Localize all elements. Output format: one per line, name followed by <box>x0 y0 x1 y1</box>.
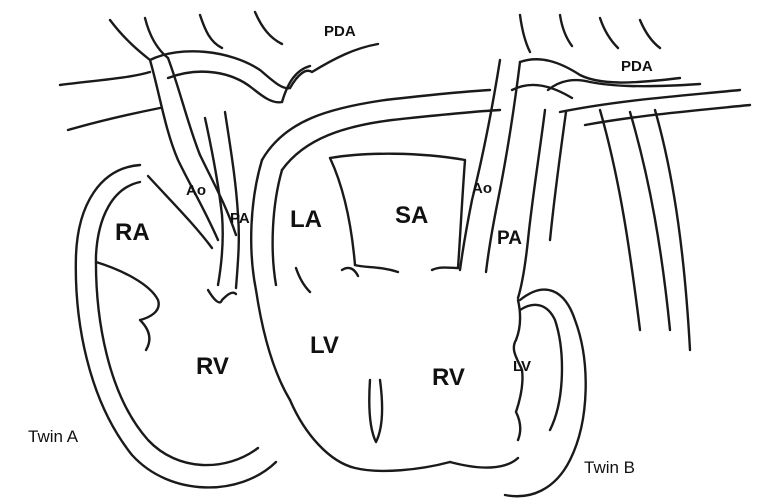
twin-a-ventricle-septum-base <box>206 288 238 304</box>
la-wall-left <box>250 158 292 402</box>
label-left-ventricle-shared: LV <box>310 332 339 359</box>
label-twin-b: Twin B <box>584 458 636 477</box>
la-wall-inner <box>271 168 312 294</box>
label-pda-twin-a: PDA <box>324 23 356 40</box>
twin-b-horizontal-vessels <box>558 88 752 127</box>
twin-a-aorta <box>148 56 238 242</box>
label-right-ventricle-twin-a: RV <box>196 353 229 380</box>
twin-b-ductus <box>546 78 702 92</box>
label-twin-a: Twin A <box>28 427 79 446</box>
shared-ventricle-floor <box>288 398 452 473</box>
label-right-atrium: RA <box>115 219 150 246</box>
twin-b-pulmonary-trunk <box>516 108 568 300</box>
label-pulmonary-artery-twin-b: PA <box>497 228 522 249</box>
twin-b-upper-vessels <box>518 13 662 54</box>
twin-b-aortic-arch <box>510 58 682 100</box>
shared-ventricle-septum <box>368 378 384 444</box>
label-single-atrium: SA <box>395 202 429 229</box>
label-aorta-twin-b: Ao <box>472 180 492 197</box>
label-pulmonary-artery-twin-a: PA <box>230 210 250 227</box>
label-pda-twin-b: PDA <box>621 58 653 75</box>
twin-a-ra-septum <box>146 174 214 250</box>
twin-b-heart-outer-wall <box>503 288 587 498</box>
atrial-roof-vessels <box>260 88 502 172</box>
twin-a-ductus <box>280 42 380 104</box>
twin-b-rv-floor <box>448 456 520 469</box>
label-aorta-twin-a: Ao <box>186 182 206 199</box>
twin-a-heart-outer-wall <box>74 163 278 489</box>
twin-a-pulmonary-trunk <box>203 110 241 290</box>
label-left-ventricle-twin-b: LV <box>513 358 532 375</box>
twin-a-heart-inner-wall <box>94 180 260 467</box>
twin-b-lv-inner-wall <box>518 303 564 432</box>
label-right-ventricle-twin-b: RV <box>432 364 465 391</box>
la-sa-valve-left <box>340 263 400 278</box>
atrial-septum-roof <box>328 152 467 270</box>
twin-b-aorta <box>458 58 522 274</box>
twin-a-ra-rv-valve <box>94 260 160 352</box>
twin-b-descending-vessels <box>598 108 692 352</box>
twin-a-upper-vessels <box>58 10 284 132</box>
twin-b-septum <box>512 298 524 442</box>
twin-a-aortic-arch <box>148 50 292 104</box>
label-left-atrium: LA <box>290 206 322 233</box>
la-sa-valve-right <box>430 266 460 272</box>
